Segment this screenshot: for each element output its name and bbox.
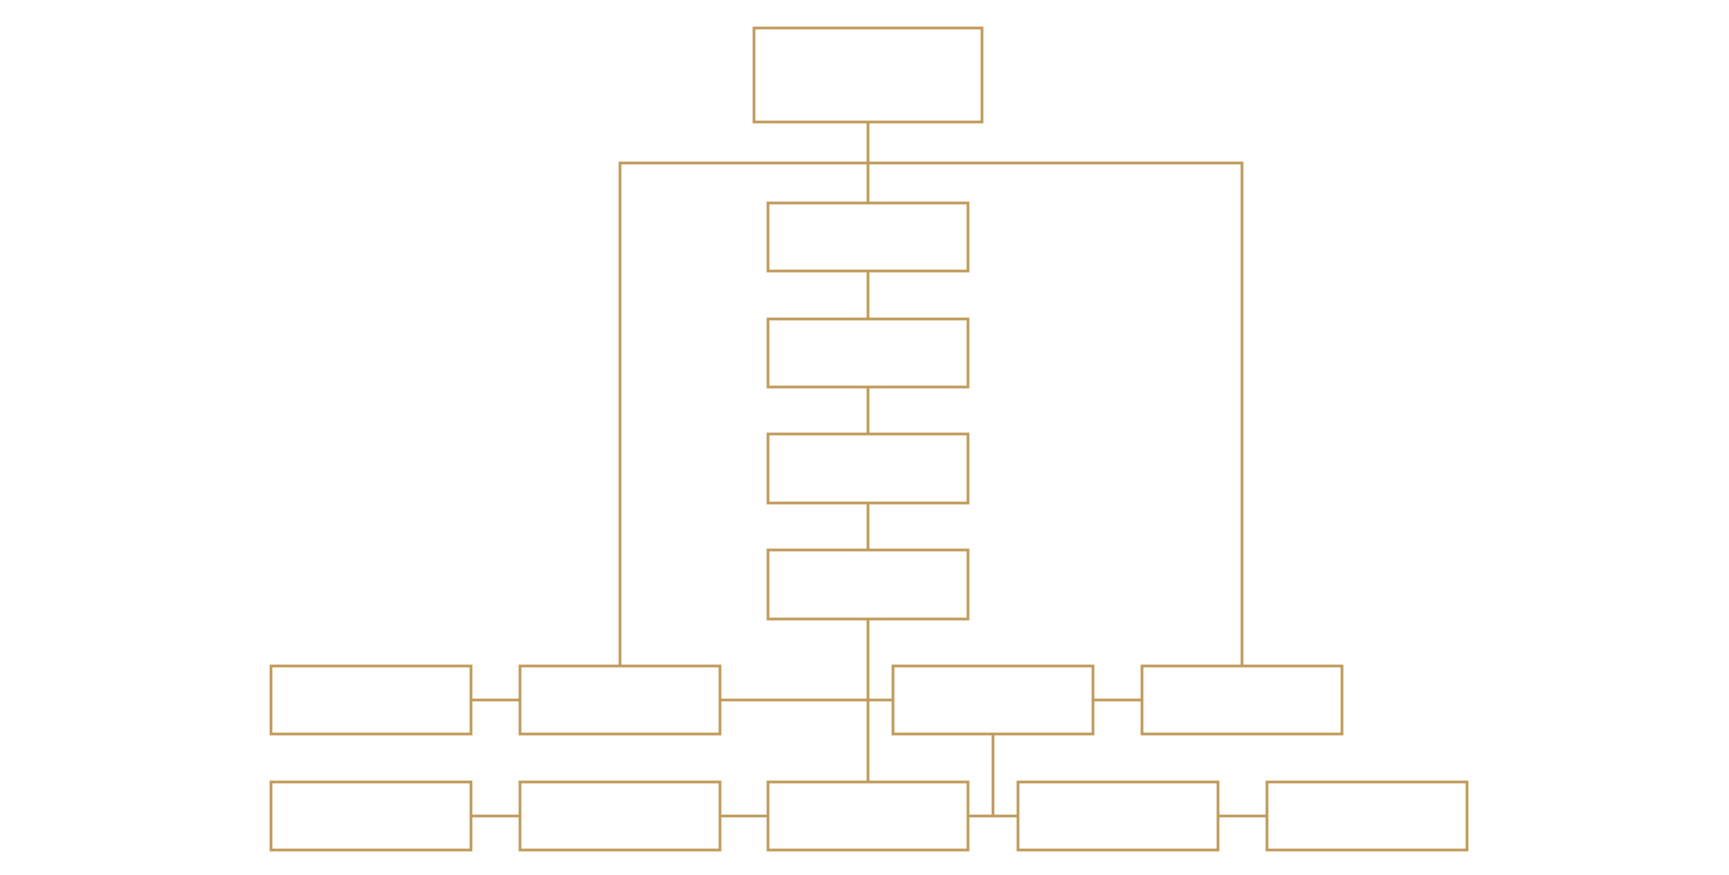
connector-lines bbox=[469, 120, 1269, 818]
box-row2-center bbox=[766, 780, 970, 852]
box-row1-far-right bbox=[1140, 664, 1344, 736]
box-row2-4 bbox=[1016, 780, 1220, 852]
box-outline bbox=[1265, 780, 1469, 852]
box-row1-left bbox=[518, 664, 722, 736]
box-row1-right bbox=[891, 664, 1095, 736]
box-row2-1 bbox=[269, 780, 473, 852]
box-outline bbox=[752, 26, 984, 124]
chart-boxes bbox=[269, 26, 1469, 852]
box-outline bbox=[766, 432, 970, 505]
box-outline bbox=[1140, 664, 1344, 736]
box-row1-far-left bbox=[269, 664, 473, 736]
box-level-3 bbox=[766, 432, 970, 505]
box-row2-2 bbox=[518, 780, 722, 852]
box-level-2 bbox=[766, 317, 970, 389]
box-top bbox=[752, 26, 984, 124]
box-outline bbox=[1016, 780, 1220, 852]
box-row2-5 bbox=[1265, 780, 1469, 852]
box-outline bbox=[518, 780, 722, 852]
box-outline bbox=[891, 664, 1095, 736]
box-outline bbox=[766, 548, 970, 621]
box-outline bbox=[766, 780, 970, 852]
box-outline bbox=[766, 317, 970, 389]
box-outline bbox=[269, 780, 473, 852]
box-level-4 bbox=[766, 548, 970, 621]
box-outline bbox=[766, 201, 970, 273]
box-outline bbox=[269, 664, 473, 736]
box-outline bbox=[518, 664, 722, 736]
connector-line bbox=[618, 161, 1244, 668]
box-level-1 bbox=[766, 201, 970, 273]
